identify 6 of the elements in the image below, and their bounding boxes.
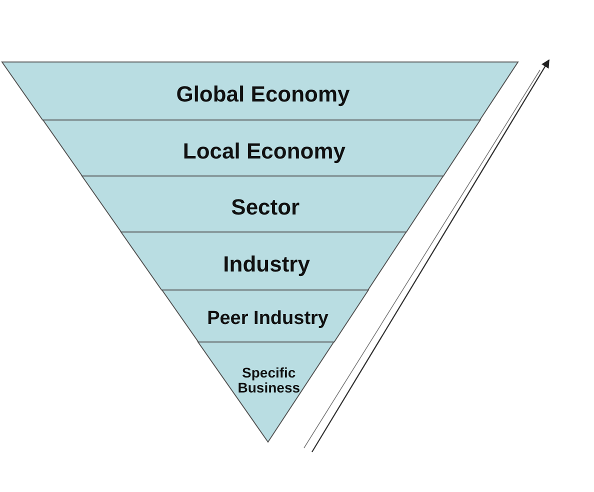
level-label: Sector: [230, 195, 301, 218]
level-label: Industry: [222, 252, 311, 276]
level-label: Peer Industry: [206, 308, 330, 329]
level-label: Specific Business: [236, 365, 302, 395]
level-label: Local Economy: [182, 139, 346, 162]
level-label: Global Economy: [175, 82, 351, 106]
